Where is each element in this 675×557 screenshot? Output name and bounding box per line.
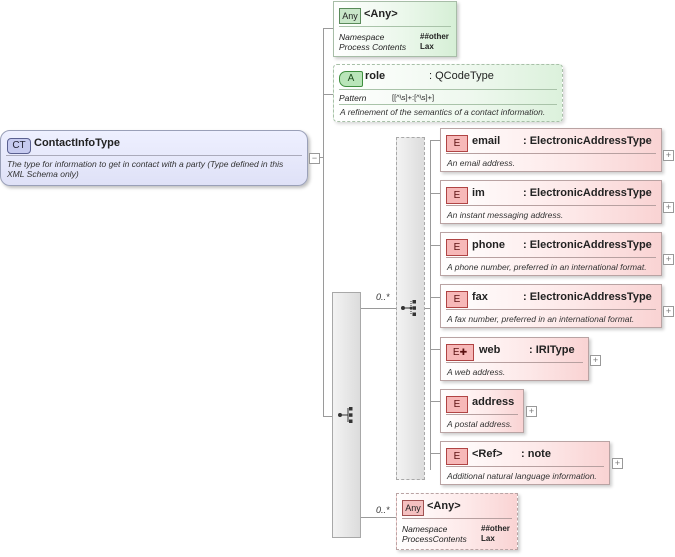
attribute-type: : QCodeType — [429, 70, 494, 82]
element-web[interactable]: E✚ web : IRIType A web address. — [440, 337, 589, 381]
any-top-box[interactable]: Any <Any> Namespace ##other Process Cont… — [333, 1, 457, 57]
attribute-description: A refinement of the semantics of a conta… — [340, 107, 546, 117]
expand-phone-button[interactable]: + — [663, 254, 674, 265]
element-name: fax — [472, 291, 488, 303]
divider — [446, 414, 518, 415]
element-type: : ElectronicAddressType — [523, 239, 652, 251]
attribute-name: role — [365, 70, 386, 82]
divider — [446, 362, 583, 363]
element-name: email — [472, 135, 501, 147]
element-badge: E — [446, 396, 468, 413]
divider — [446, 205, 656, 206]
element-note-ref[interactable]: E <Ref> : note Additional natural langua… — [440, 441, 610, 485]
any-top-connector — [323, 28, 333, 29]
divider — [339, 104, 557, 105]
any-top-process-value: Lax — [420, 42, 434, 51]
any-top-name: <Any> — [364, 8, 398, 20]
divider — [339, 89, 557, 90]
any-top-process-label: Process Contents — [339, 42, 407, 52]
element-phone[interactable]: E phone : ElectronicAddressType A phone … — [440, 232, 662, 276]
element-badge: E✚ — [446, 344, 474, 361]
branch-im — [430, 193, 440, 194]
any-bottom-namespace-label: Namespace — [402, 524, 448, 534]
branch-address — [430, 401, 440, 402]
element-badge: E — [446, 291, 468, 308]
complex-type-description: The type for information to get in conta… — [7, 159, 284, 179]
branch-ref — [430, 453, 440, 454]
divider — [446, 466, 604, 467]
element-description: A phone number, preferred in an internat… — [447, 262, 647, 272]
any-bottom-namespace-value: ##other — [481, 524, 510, 533]
element-type: : ElectronicAddressType — [523, 291, 652, 303]
element-description: An instant messaging address. — [447, 210, 564, 220]
element-name: address — [472, 396, 515, 408]
element-type: : ElectronicAddressType — [523, 135, 652, 147]
main-connector — [323, 28, 324, 417]
expand-im-button[interactable]: + — [663, 202, 674, 213]
any-bottom-process-value: Lax — [481, 534, 495, 543]
choice-branch-line — [430, 140, 431, 470]
any-bottom-connector — [360, 517, 396, 518]
attribute-role-box[interactable]: A role : QCodeType Pattern [[^\s]+:[^\s]… — [333, 64, 563, 122]
element-name: <Ref> — [472, 448, 503, 460]
divider — [446, 309, 656, 310]
element-badge: E — [446, 239, 468, 256]
any-top-namespace-value: ##other — [420, 32, 449, 41]
element-description: Additional natural language information. — [447, 471, 597, 481]
element-fax[interactable]: E fax : ElectronicAddressType A fax numb… — [440, 284, 662, 328]
attribute-pattern-label: Pattern — [339, 93, 367, 103]
divider — [6, 155, 302, 156]
attribute-connector — [323, 94, 333, 95]
attribute-badge: A — [339, 71, 363, 87]
expand-address-button[interactable]: + — [526, 406, 537, 417]
element-email[interactable]: E email : ElectronicAddressType An email… — [440, 128, 662, 172]
complex-type-name: ContactInfoType — [34, 137, 120, 149]
element-name: phone — [472, 239, 505, 251]
any-top-badge: Any — [339, 8, 361, 24]
expand-web-button[interactable]: + — [590, 355, 601, 366]
divider — [339, 26, 451, 27]
element-name: web — [479, 344, 501, 356]
branch-web — [430, 349, 440, 350]
ct-connector — [318, 157, 324, 158]
element-description: A web address. — [447, 367, 506, 377]
expand-fax-button[interactable]: + — [663, 306, 674, 317]
any-bottom-occurrence: 0..* — [376, 505, 390, 515]
branch-fax — [430, 297, 440, 298]
choice-occurrence: 0..* — [376, 292, 390, 302]
any-bottom-box[interactable]: Any <Any> Namespace ##other ProcessConte… — [396, 493, 518, 550]
element-type: : IRIType — [529, 344, 575, 356]
attribute-pattern-value: [[^\s]+:[^\s]+] — [392, 93, 435, 102]
choice-branch-stub — [425, 308, 431, 309]
element-im[interactable]: E im : ElectronicAddressType An instant … — [440, 180, 662, 224]
element-address[interactable]: E address A postal address. — [440, 389, 524, 433]
complex-type-box[interactable]: CT ContactInfoType The type for informat… — [0, 130, 308, 186]
divider — [446, 257, 656, 258]
element-badge: E — [446, 135, 468, 152]
element-description: An email address. — [447, 158, 516, 168]
element-type: : note — [521, 448, 551, 460]
element-badge: E — [446, 448, 468, 465]
branch-email — [430, 140, 440, 141]
any-top-namespace-label: Namespace — [339, 32, 385, 42]
any-bottom-process-label: ProcessContents — [402, 534, 467, 544]
divider — [402, 518, 512, 519]
any-bottom-badge: Any — [402, 500, 424, 516]
element-description: A fax number, preferred in an internatio… — [447, 314, 635, 324]
divider — [446, 153, 656, 154]
element-name: im — [472, 187, 485, 199]
choice-connector — [360, 308, 397, 309]
sequence-connector — [323, 416, 333, 417]
element-badge: E — [446, 187, 468, 204]
expand-email-button[interactable]: + — [663, 150, 674, 161]
sequence-icon — [338, 407, 353, 423]
collapse-toggle[interactable]: − — [309, 153, 320, 164]
choice-icon — [401, 300, 416, 316]
element-type: : ElectronicAddressType — [523, 187, 652, 199]
element-description: A postal address. — [447, 419, 513, 429]
branch-phone — [430, 245, 440, 246]
expand-note-button[interactable]: + — [612, 458, 623, 469]
any-bottom-name: <Any> — [427, 500, 461, 512]
complex-type-badge: CT — [7, 138, 31, 154]
